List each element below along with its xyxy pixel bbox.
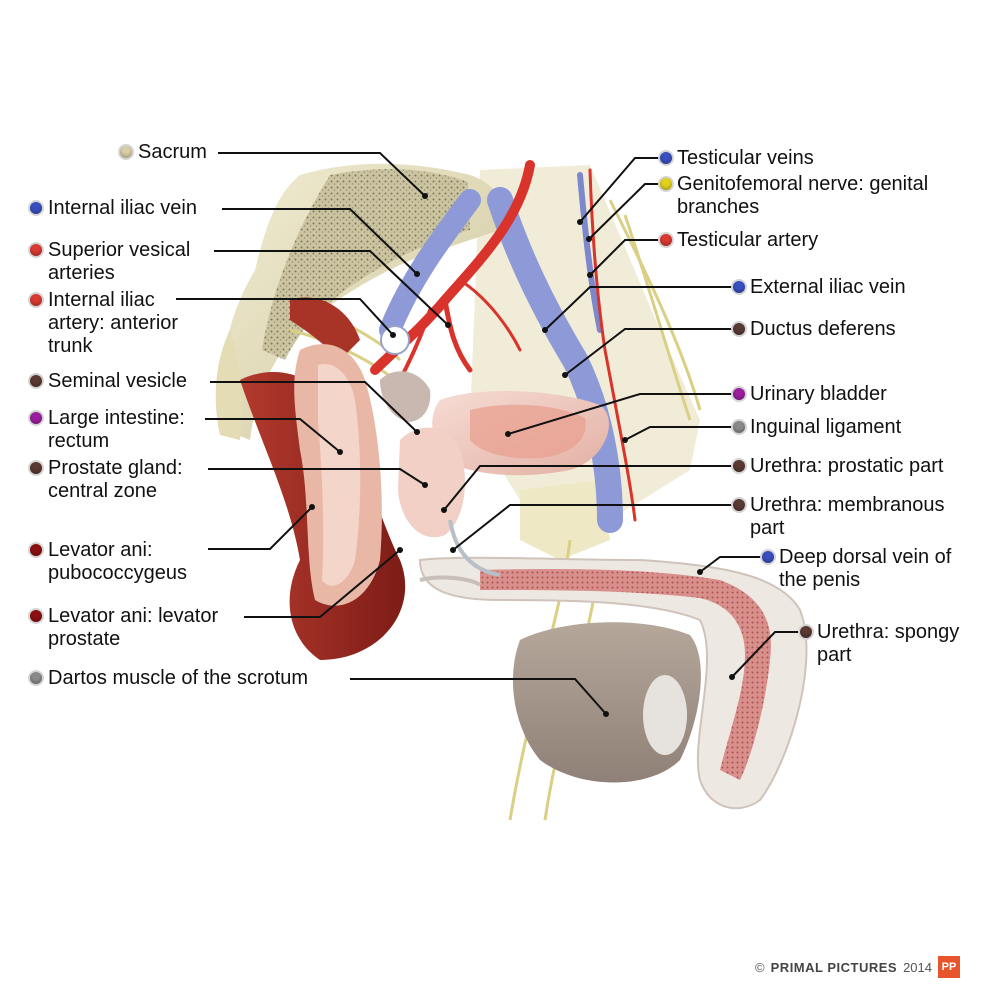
label-text: Sacrum xyxy=(138,141,207,163)
leader-lines xyxy=(176,152,800,715)
internal-iliac-artery-color-dot xyxy=(30,294,42,306)
label-text: Deep dorsal vein of the penis xyxy=(779,546,952,591)
label-text: Ductus deferens xyxy=(750,318,896,340)
urethra-membranous-color-dot xyxy=(733,499,745,511)
prostate-central-zone-color-dot xyxy=(30,462,42,474)
deep-dorsal-vein-color-dot xyxy=(762,551,774,563)
copyright-footer: © PRIMAL PICTURES 2014 PP xyxy=(755,956,960,978)
label-text: External iliac vein xyxy=(750,276,906,298)
label-text: Testicular veins xyxy=(677,147,814,169)
external-iliac-vein-color-dot xyxy=(733,281,745,293)
testicular-veins-color-dot xyxy=(660,152,672,164)
dartos-muscle-color-dot xyxy=(30,672,42,684)
seminal-vesicle-color-dot xyxy=(30,375,42,387)
bladder-prostate xyxy=(380,325,609,538)
label-text: Urethra: spongy part xyxy=(817,621,960,666)
label-text: Superior vesical arteries xyxy=(48,239,191,284)
label-text: Large intestine: rectum xyxy=(48,407,185,452)
label-text: Inguinal ligament xyxy=(750,416,902,438)
label-text: Urethra: prostatic part xyxy=(750,455,944,477)
levator-ani-levator-prostate-color-dot xyxy=(30,610,42,622)
urethra-prostatic-color-dot xyxy=(733,460,745,472)
testicular-artery-color-dot xyxy=(660,234,672,246)
primal-pictures-logo-icon: PP xyxy=(938,956,960,978)
internal-iliac-vein-color-dot xyxy=(30,202,42,214)
label-text: Levator ani: pubococcygeus xyxy=(48,539,187,584)
penis-scrotum xyxy=(418,519,808,810)
urinary-bladder-color-dot xyxy=(733,388,745,400)
ductus-deferens-color-dot xyxy=(733,323,745,335)
label-text: Urinary bladder xyxy=(750,383,887,405)
superior-vesical-arteries-color-dot xyxy=(30,244,42,256)
levator-ani-pubococcygeus-color-dot xyxy=(30,544,42,556)
sacrum-color-dot xyxy=(120,146,132,158)
label-text: Internal iliac artery: anterior trunk xyxy=(48,289,179,357)
label-text: Internal iliac vein xyxy=(48,197,197,219)
label-text: Testicular artery xyxy=(677,229,819,251)
iliac-veins xyxy=(379,172,623,533)
copyright-symbol: © xyxy=(755,959,765,975)
label-text: Seminal vesicle xyxy=(48,370,187,392)
label-text: Prostate gland: central zone xyxy=(48,457,183,502)
label-text: Dartos muscle of the scrotum xyxy=(48,667,309,689)
inguinal-ligament-color-dot xyxy=(733,421,745,433)
label-text: Genitofemoral nerve: genital branches xyxy=(677,173,929,218)
label-text: Levator ani: levator prostate xyxy=(48,605,219,650)
label-text: Urethra: membranous part xyxy=(750,494,945,539)
leader-endpoints xyxy=(309,193,735,717)
copyright-year: 2014 xyxy=(903,959,932,975)
pelvic-floor-muscles xyxy=(240,297,406,660)
large-intestine-rectum-color-dot xyxy=(30,412,42,424)
genitofemoral-nerve-color-dot xyxy=(660,178,672,190)
urethra-spongy-color-dot xyxy=(800,626,812,638)
brand-name: PRIMAL PICTURES xyxy=(770,959,898,975)
